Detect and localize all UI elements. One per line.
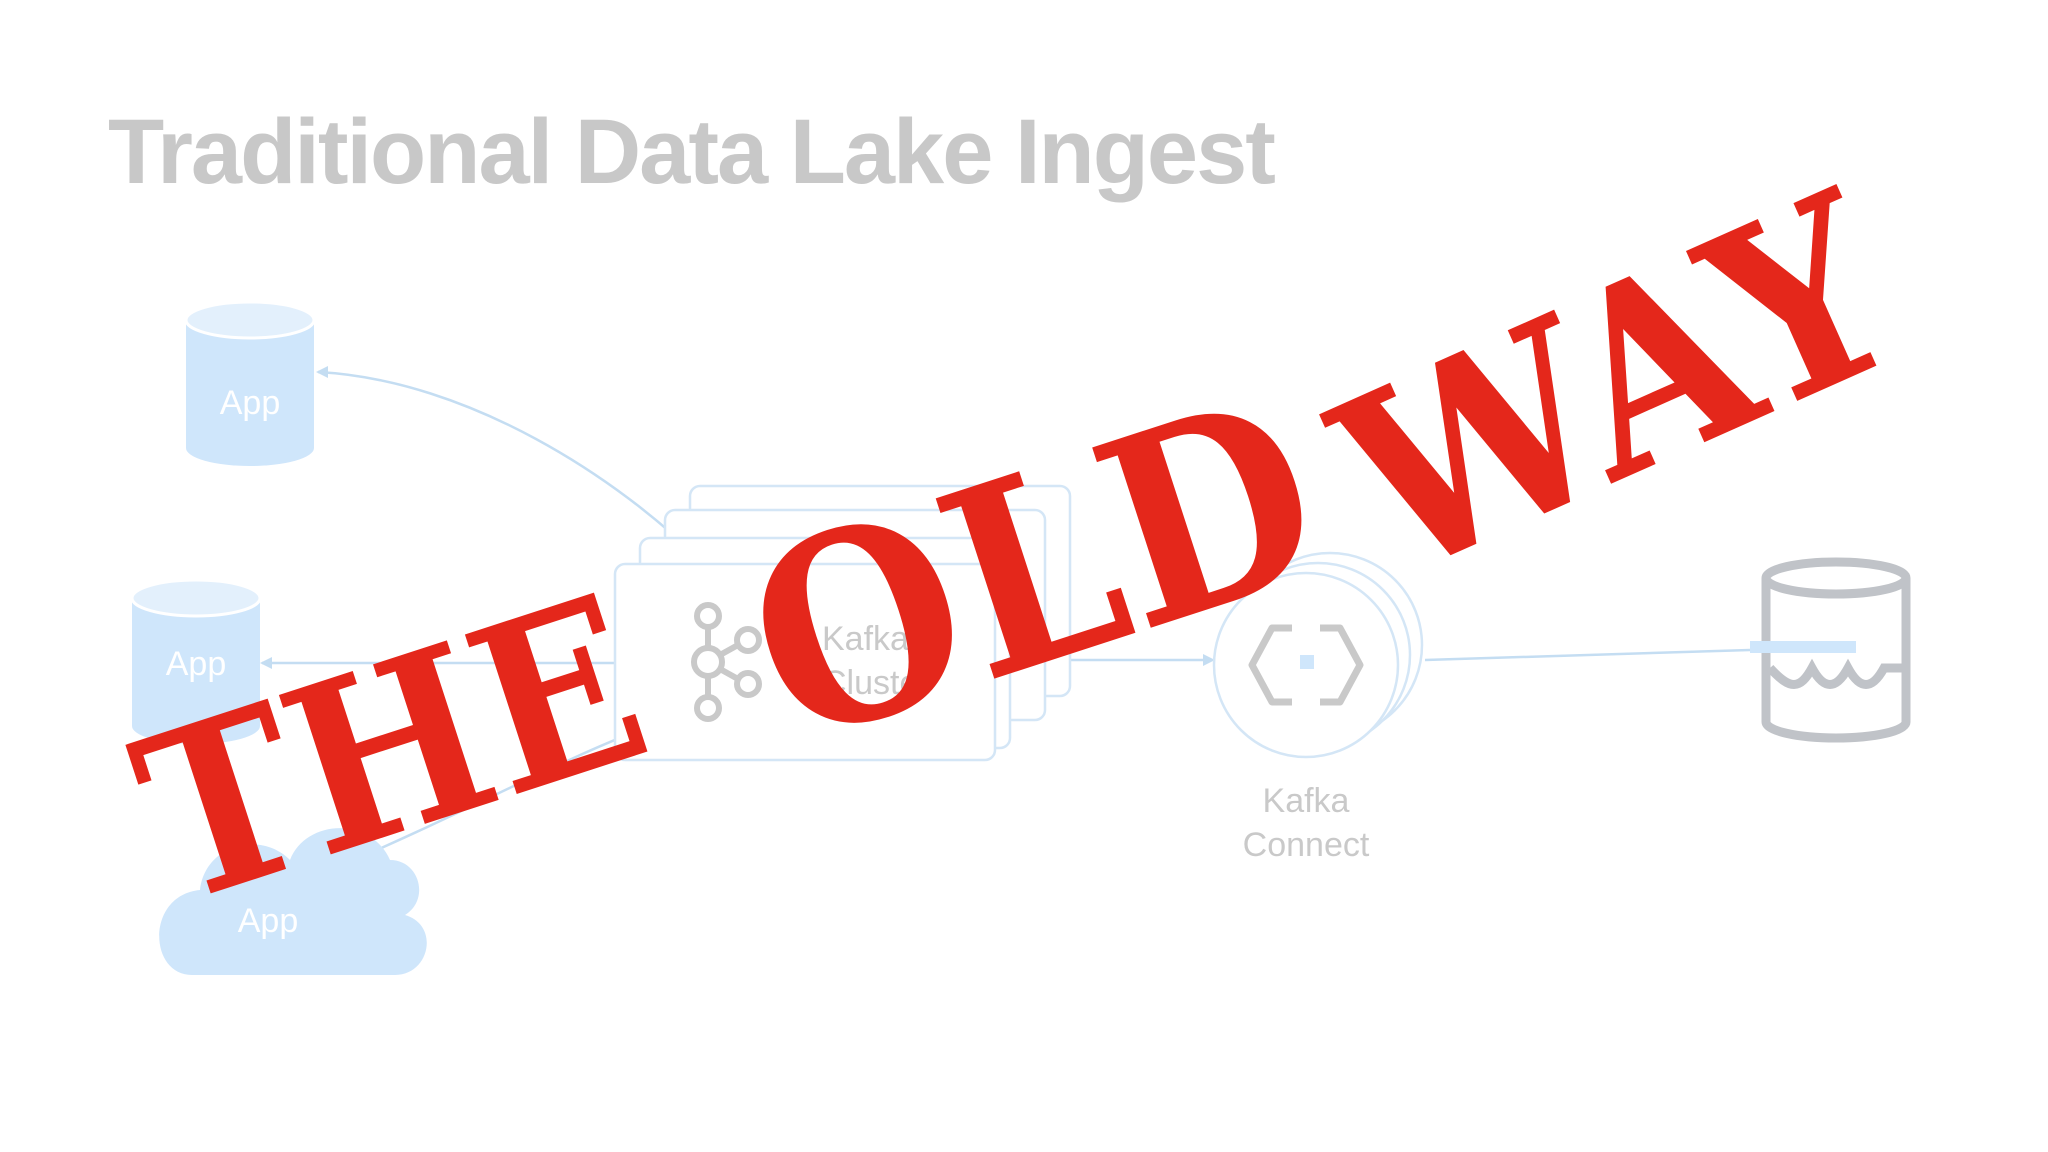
kafka-logo-icon (691, 602, 762, 722)
kafka-cluster (613, 484, 1072, 762)
hexagon-left-half (1248, 624, 1292, 706)
hexagon-right-half (1320, 624, 1364, 706)
data-lake-top (1761, 557, 1911, 599)
kafka-connect-label-line2: Connect (1243, 826, 1370, 864)
source-app-2-label: App (166, 645, 227, 683)
kafka-cluster-label-line1: Kafka (822, 620, 909, 658)
data-lake-waves (1766, 658, 1902, 689)
database-top (184, 300, 316, 340)
connector-connect-to-lake (1424, 648, 1751, 662)
arrowhead-connect (1203, 654, 1215, 666)
source-app-3: App (159, 828, 427, 975)
arrowhead-app1 (316, 366, 328, 378)
connector-arrowheads (260, 366, 1215, 669)
kafka-cluster-label-line2: Cluster (822, 664, 930, 702)
cloud-icon (159, 828, 427, 975)
database-icon (132, 598, 260, 744)
source-app-2: App (130, 578, 262, 744)
kafka-logo-node-upper-right (734, 626, 762, 654)
database-icon (186, 320, 314, 466)
database-top (130, 578, 262, 618)
old-way-stamp: THE OLD WAY (108, 137, 1935, 957)
source-app-3-label: App (238, 902, 299, 940)
connector-app1-to-cluster (317, 370, 701, 561)
cluster-card-front (613, 562, 997, 762)
source-app-1: App (184, 300, 316, 466)
kafka-logo-links (705, 627, 740, 697)
data-lake-icon (1761, 557, 1911, 743)
hexagon-center-dot (1300, 655, 1314, 669)
connector-hexagon-icon (1248, 624, 1364, 706)
slide-title: Traditional Data Lake Ingest (108, 101, 1276, 203)
data-lake-body (1761, 578, 1911, 743)
kafka-logo-node-lower-right (734, 670, 762, 698)
arrowhead-app2 (260, 657, 272, 669)
kafka-connect-label-line1: Kafka (1263, 782, 1350, 820)
source-app-1-label: App (220, 384, 281, 422)
data-lake-inflow (1750, 641, 1856, 653)
